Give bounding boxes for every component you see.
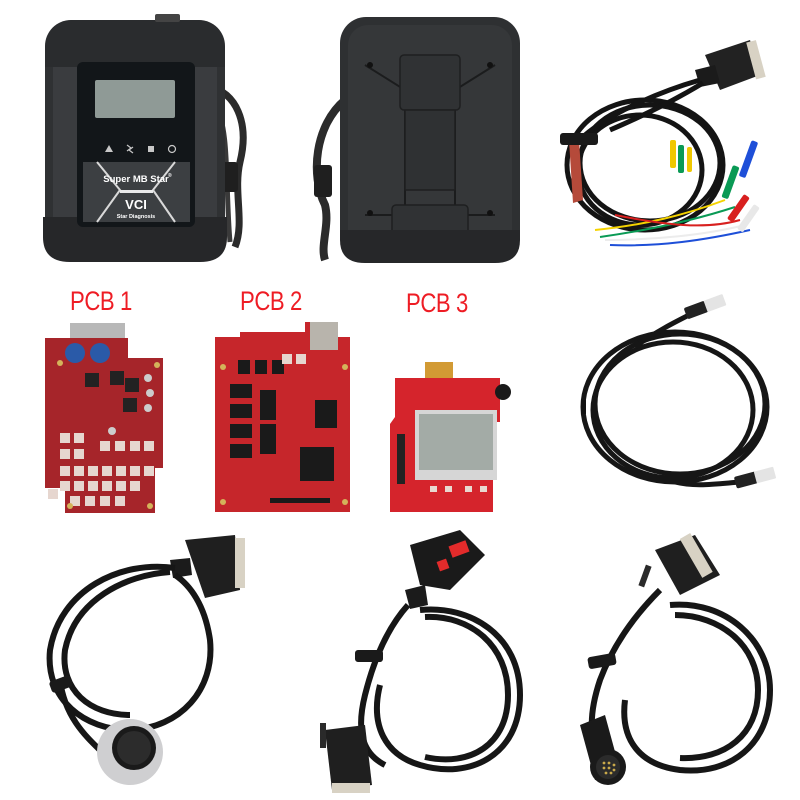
obd2-connector (405, 530, 485, 609)
warning-icon (105, 145, 113, 152)
varistor (90, 343, 110, 363)
pcb3-board (385, 362, 515, 514)
main-processor (300, 447, 334, 481)
strap-buckle (222, 162, 238, 192)
network-icon (148, 146, 154, 152)
db25-connector (695, 40, 766, 90)
lcd-screen (95, 80, 175, 118)
rj45-plug-top (684, 294, 727, 319)
38pin-round-cable (30, 530, 270, 792)
db25-connector (320, 723, 372, 793)
subtitle-text: Star Diagnosis (117, 214, 156, 220)
rj45-port (310, 322, 338, 350)
pcb2-label: PCB 2 (240, 286, 302, 316)
registered-mark: ® (168, 172, 172, 179)
pcb3-label: PCB 3 (406, 288, 468, 318)
velcro-strap (49, 675, 73, 693)
db25-header (70, 323, 125, 338)
velcro-strap (587, 653, 617, 669)
varistor (65, 343, 85, 363)
14pin-cable (570, 530, 785, 792)
probe-pins (670, 140, 760, 232)
lcd-module (419, 414, 493, 470)
brand-text: Super MB Star (103, 174, 169, 185)
vci-device-back (300, 15, 525, 265)
multiplexer-test-cable (555, 25, 790, 255)
ribbon-connector (425, 362, 453, 378)
round-38pin-connector (97, 719, 163, 785)
db25-connector (638, 532, 720, 595)
db25-connector (170, 535, 245, 598)
obd2-16pin-cable (310, 525, 540, 795)
transfer-icon (126, 144, 134, 154)
model-text: VCI (125, 197, 147, 212)
rj45-plug-bottom (734, 466, 776, 489)
rj45-network-cable (575, 292, 790, 502)
strap-buckle (314, 165, 332, 197)
vci-device-front: Super MB Star ® VCI Star Diagnosis (35, 12, 250, 267)
pcb1-board (40, 323, 168, 513)
pcb2-board (210, 322, 355, 514)
pcb1-label: PCB 1 (70, 286, 132, 316)
cable-tie (581, 400, 586, 414)
velcro-strap (355, 650, 383, 662)
round-14pin-connector (580, 715, 626, 785)
velcro-strap (560, 133, 598, 145)
power-icon (167, 144, 177, 154)
